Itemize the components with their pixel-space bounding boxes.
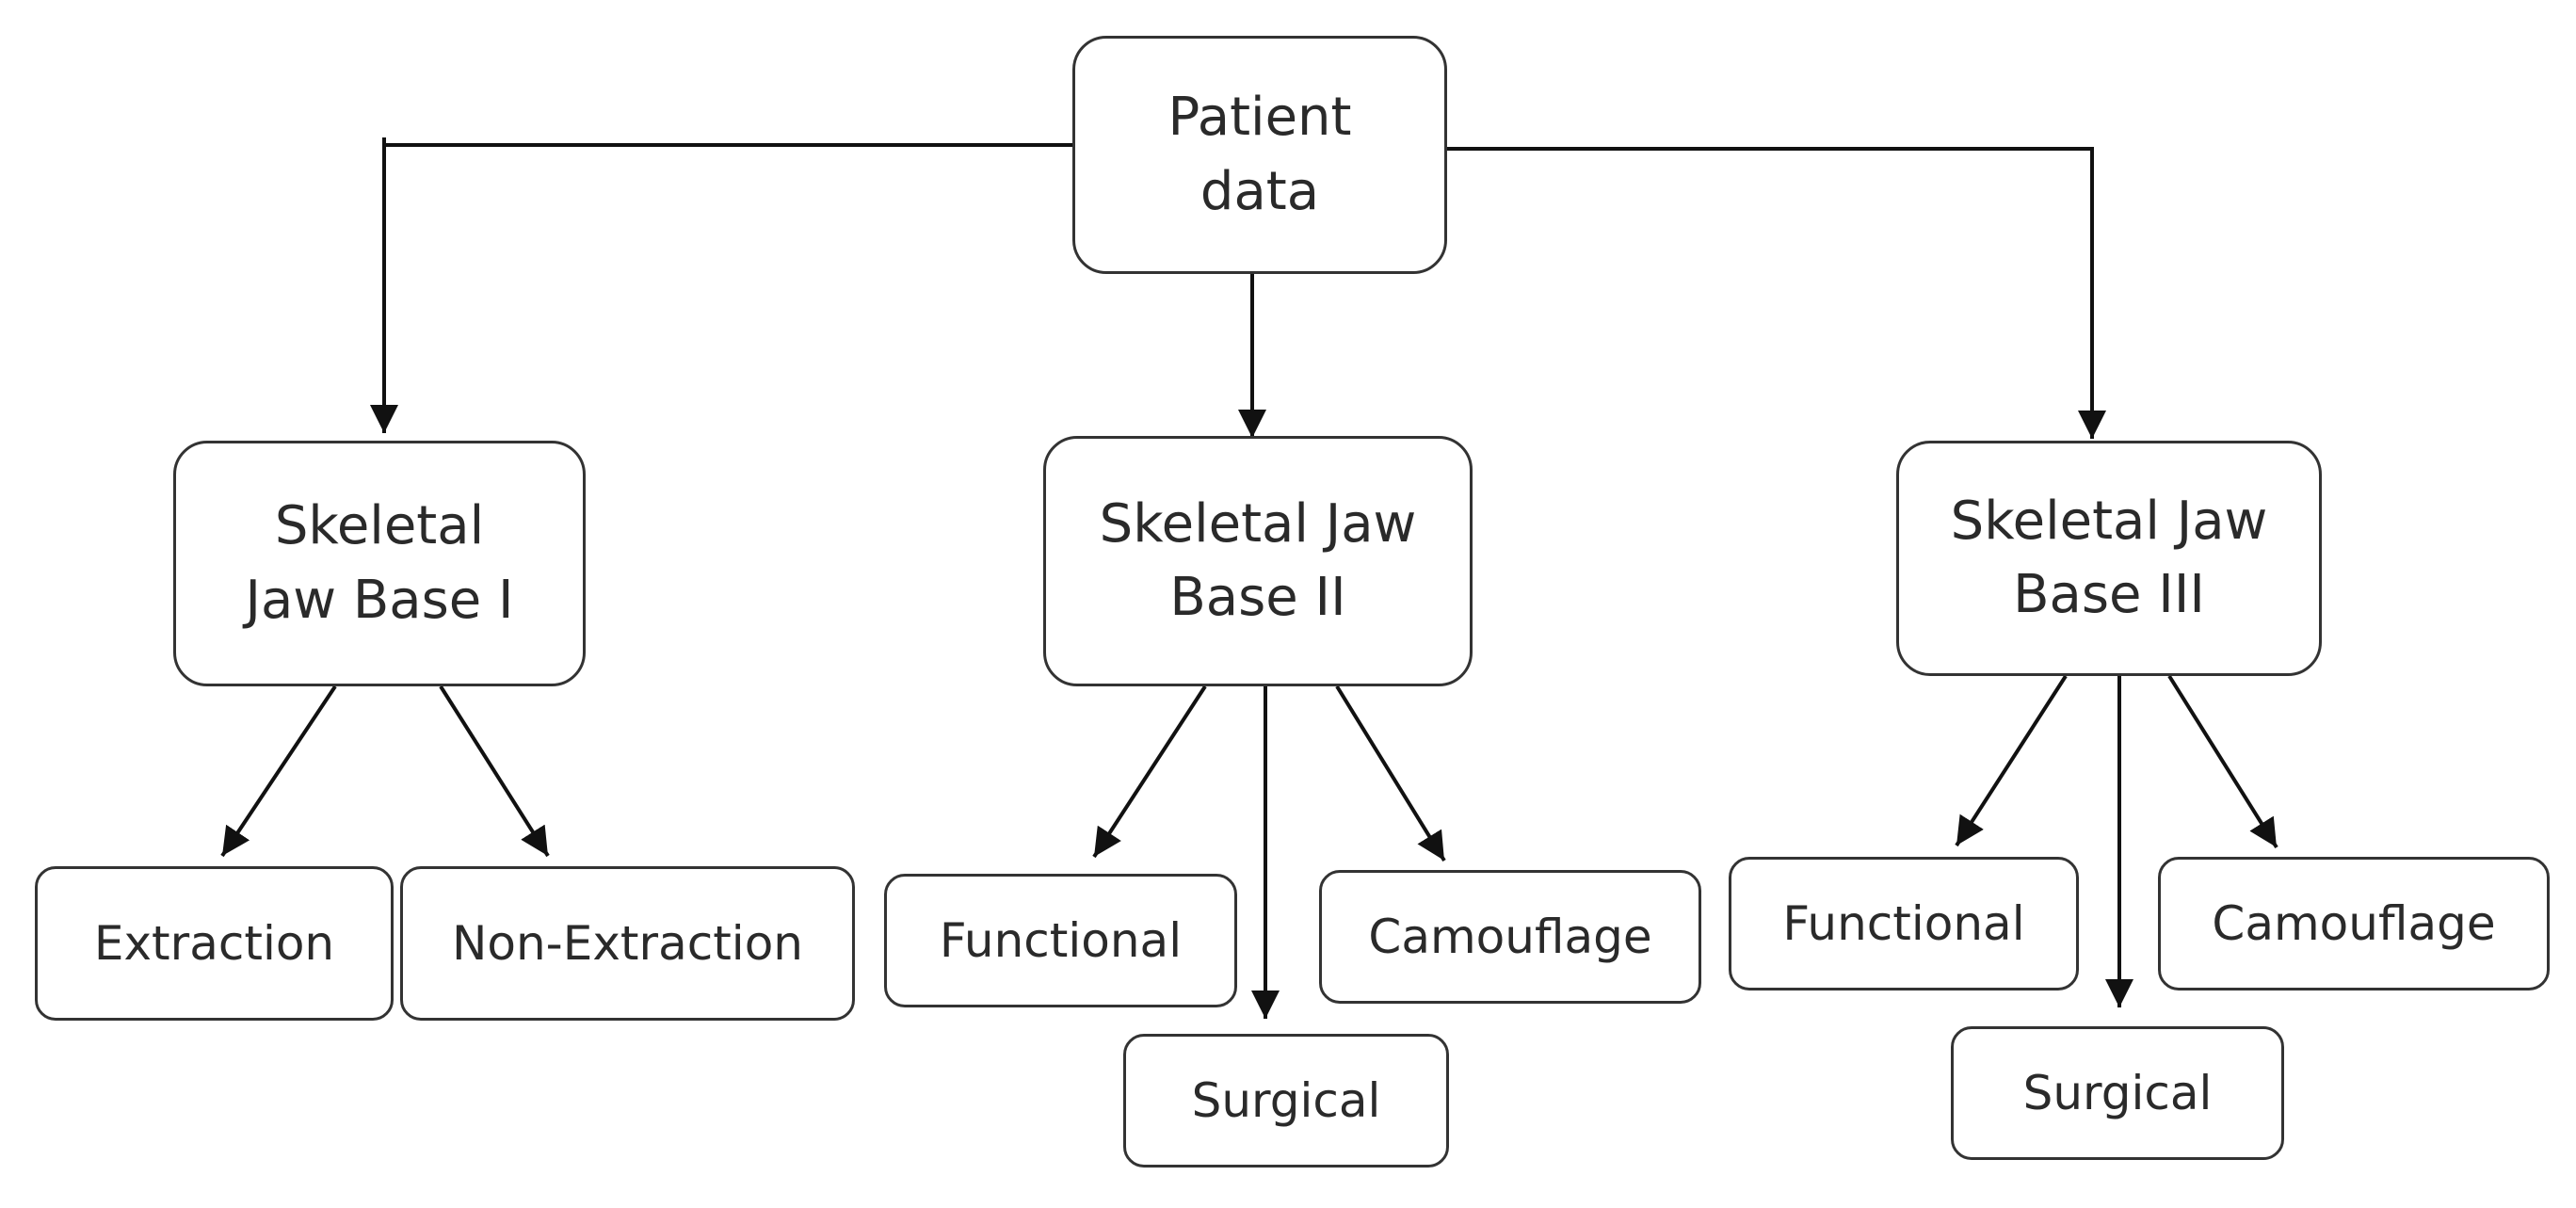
base3-functional-node: Functional [1729,857,2079,991]
skeletal-jaw-base-3-node: Skeletal Jaw Base III [1896,441,2322,676]
extraction-node: Extraction [35,866,394,1021]
extraction-label: Extraction [93,916,335,971]
patient-data-label: Patient data [1168,81,1352,229]
non-extraction-node: Non-Extraction [400,866,855,1021]
base3-functional-label: Functional [1782,896,2025,951]
base3-camouflage-label: Camouflage [2212,896,2496,951]
patient-data-line2: data [1199,160,1320,222]
skeletal-jaw-base-2-node: Skeletal Jaw Base II [1043,436,1473,686]
connector-base1-to-nonextraction [439,685,550,858]
connector-base2-to-camouflage [1335,685,1446,862]
connector-base2-to-functional [1092,685,1207,859]
base3-surgical-node: Surgical [1951,1026,2284,1160]
base2-surgical-label: Surgical [1191,1073,1381,1128]
base3-camouflage-node: Camouflage [2158,857,2550,991]
base2-functional-node: Functional [884,874,1237,1007]
base2-functional-label: Functional [939,913,1183,968]
patient-data-line1: Patient [1167,87,1352,149]
skeletal-jaw-base-2-label: Skeletal Jaw Base II [1100,488,1417,636]
patient-data-node: Patient data [1072,36,1447,274]
skeletal-jaw-base-1-node: Skeletal Jaw Base I [173,441,586,686]
skeletal-jaw-base-3-line1: Skeletal Jaw [1950,490,2268,552]
connector-root-to-base1 [370,143,1072,433]
skeletal-jaw-base-1-line1: Skeletal [274,495,485,557]
skeletal-jaw-base-3-line2: Base III [2013,564,2205,625]
skeletal-jaw-base-2-line2: Base II [1169,567,1346,628]
non-extraction-label: Non-Extraction [452,916,803,971]
connector-base3-to-functional [1955,674,2068,847]
connector-root-to-base3 [1447,147,2106,439]
skeletal-jaw-base-1-line2: Jaw Base I [245,569,514,631]
connector-base3-to-camouflage [2167,674,2278,849]
base2-camouflage-node: Camouflage [1319,870,1701,1004]
base2-surgical-node: Surgical [1123,1034,1449,1168]
connector-base1-to-extraction [220,685,337,858]
base2-camouflage-label: Camouflage [1368,910,1652,964]
skeletal-jaw-base-1-label: Skeletal Jaw Base I [245,490,513,637]
base3-surgical-label: Surgical [2022,1066,2213,1120]
skeletal-jaw-base-3-label: Skeletal Jaw Base III [1951,485,2268,633]
skeletal-jaw-base-2-line1: Skeletal Jaw [1099,492,1417,555]
